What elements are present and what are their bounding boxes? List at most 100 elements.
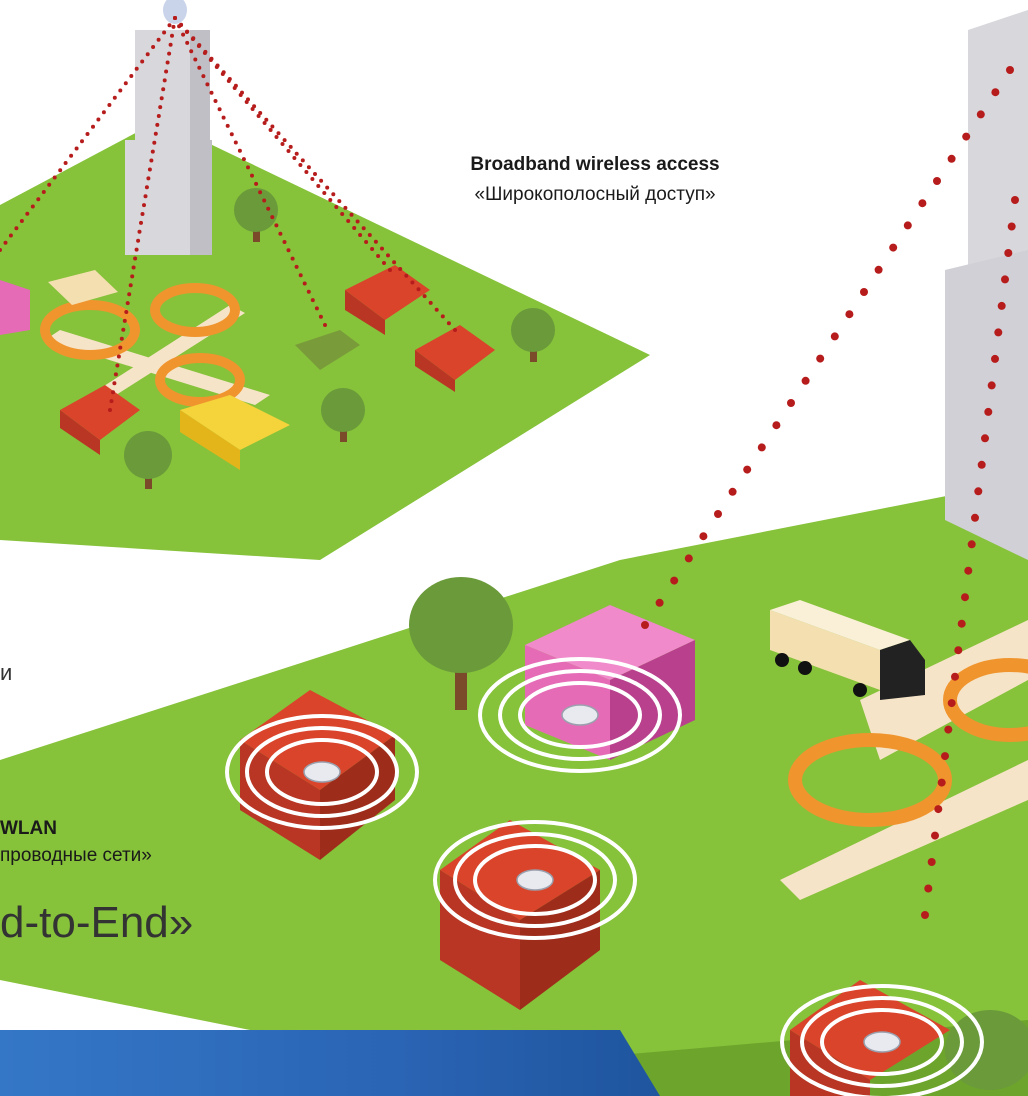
signal-dot (1004, 249, 1013, 257)
signal-dot (156, 114, 161, 118)
signal-dot (30, 204, 35, 209)
signal-dot (280, 142, 285, 146)
signal-dot (801, 376, 810, 385)
router-icon (516, 869, 554, 891)
signal-dot (147, 167, 152, 172)
signal-dot (337, 199, 342, 204)
back-tower (125, 0, 212, 255)
signal-dot (179, 22, 184, 27)
signal-dot (63, 161, 68, 165)
signal-dot (352, 226, 357, 230)
signal-dot (109, 399, 114, 404)
signal-dot (319, 178, 324, 183)
signal-dot (209, 90, 214, 95)
signal-dot (246, 165, 250, 170)
signal-dot (410, 280, 415, 285)
broadband-subtitle: «Широкополосный доступ» (474, 184, 716, 205)
signal-dot (453, 328, 457, 332)
signal-dot (233, 83, 238, 88)
signal-dot (161, 87, 166, 92)
signal-dot (25, 211, 30, 216)
signal-dots (0, 16, 1019, 919)
signal-dot (134, 247, 139, 252)
signal-dot (145, 52, 150, 57)
signal-dot (215, 63, 220, 68)
signal-dot (944, 725, 953, 734)
signal-dot (14, 226, 19, 231)
signal-dot (845, 310, 854, 319)
signal-dot (111, 390, 115, 395)
router-icon (561, 704, 599, 726)
signal-dot (386, 253, 390, 258)
signal-dot (325, 185, 330, 190)
back-trees (124, 188, 555, 489)
signal-dot (964, 566, 973, 575)
signal-dot (934, 805, 943, 814)
signal-dot (991, 88, 1000, 97)
signal-dot (343, 205, 348, 210)
signal-dot (294, 264, 299, 269)
signal-dot (41, 190, 46, 194)
signal-dot (128, 283, 133, 288)
signal-dot (933, 177, 941, 185)
signal-dot (246, 97, 250, 102)
signal-dot (1007, 222, 1016, 231)
signal-dot (47, 182, 52, 187)
front-tower (945, 10, 1028, 560)
signal-dot (323, 323, 327, 327)
signal-dot (282, 138, 287, 143)
signal-dot (388, 268, 392, 272)
signal-dot (108, 408, 112, 412)
signal-dot (142, 203, 146, 208)
signal-dot (252, 104, 257, 109)
signal-dot (0, 248, 2, 252)
signal-dot (286, 149, 291, 153)
signal-dot (984, 407, 993, 416)
signal-dot (221, 70, 226, 75)
signal-dot (74, 146, 79, 151)
truck-icon (770, 600, 925, 700)
signal-dot (203, 49, 208, 54)
signal-dot (155, 122, 160, 127)
signal-dot (977, 460, 986, 469)
side-letter: и (0, 660, 13, 685)
signal-dot (58, 168, 63, 173)
signal-dot (322, 191, 327, 195)
signal-dot (107, 103, 112, 107)
signal-dot (101, 110, 106, 115)
signal-dot (159, 96, 164, 101)
signal-dot (258, 111, 263, 115)
signal-dot (392, 260, 397, 265)
signal-dot (954, 646, 963, 655)
signal-dot (927, 858, 936, 866)
signal-dot (221, 115, 226, 120)
signal-dot (728, 487, 737, 496)
signal-dot (131, 265, 136, 270)
signal-dot (52, 175, 57, 180)
signal-dot (149, 158, 154, 163)
signal-dot (971, 513, 979, 522)
signal-dot (641, 621, 649, 629)
signal-dot (19, 219, 24, 223)
signal-dot (185, 40, 190, 45)
signal-dot (213, 99, 218, 103)
signal-dot (714, 510, 722, 518)
signal-dot (298, 273, 303, 278)
signal-dot (276, 131, 281, 136)
signal-dot (118, 345, 123, 350)
signal-dot (125, 301, 130, 306)
back-houses (0, 265, 495, 470)
signal-dot (139, 220, 143, 225)
signal-dot (256, 114, 261, 118)
signal-dot (80, 139, 84, 144)
signal-dot (316, 184, 321, 188)
signal-dot (156, 37, 161, 42)
signal-dot (173, 16, 177, 20)
back-roads (40, 283, 270, 407)
signal-dot (298, 163, 303, 167)
signal-dot (398, 267, 403, 271)
signal-dot (830, 332, 839, 341)
broadband-title: Broadband wireless access (470, 154, 720, 175)
signal-dot (994, 328, 1003, 337)
